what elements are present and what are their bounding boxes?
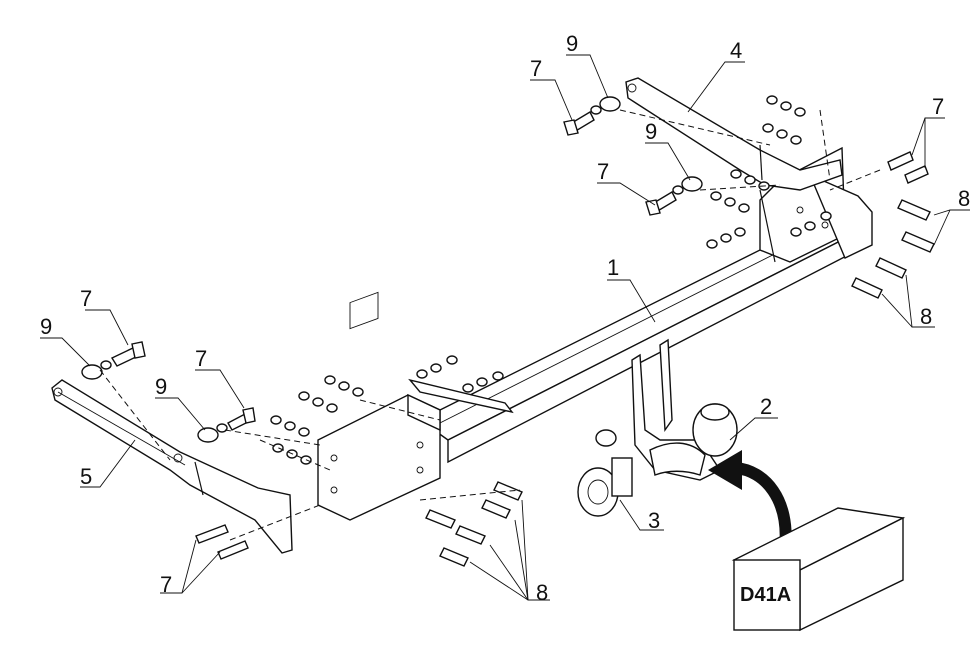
right-bracket-arm bbox=[625, 77, 843, 191]
arrow-to-module bbox=[708, 450, 792, 549]
callout-7-left-top: 7 bbox=[80, 286, 92, 311]
main-crossbar bbox=[418, 214, 860, 464]
electrical-module-box bbox=[731, 507, 906, 632]
assembly-lines bbox=[99, 109, 881, 541]
socket-bracket bbox=[577, 429, 633, 517]
callout-5: 5 bbox=[80, 464, 92, 489]
nut-stack-left bbox=[270, 355, 504, 465]
callout-9-left-top: 9 bbox=[40, 314, 52, 339]
module-box-label: D41A bbox=[740, 584, 791, 606]
fasteners bbox=[81, 95, 935, 567]
callout-2: 2 bbox=[760, 394, 772, 419]
callout-9-right-mid: 9 bbox=[645, 119, 657, 144]
callout-3: 3 bbox=[648, 508, 660, 533]
left-mounting-plate bbox=[317, 291, 514, 521]
callout-4: 4 bbox=[730, 38, 742, 63]
callout-labels: 1 2 3 4 5 7 7 7 7 7 7 8 8 8 9 9 9 9 bbox=[40, 31, 970, 605]
callout-7-right-side: 7 bbox=[932, 94, 944, 119]
callout-7-left-mid: 7 bbox=[195, 346, 207, 371]
callout-7-left-bottom: 7 bbox=[160, 572, 172, 597]
callout-7-right-top: 7 bbox=[530, 56, 542, 81]
callout-8-right-top: 8 bbox=[958, 186, 970, 211]
callout-8-bottom: 8 bbox=[536, 580, 548, 605]
callout-1: 1 bbox=[607, 255, 619, 280]
leader-lines bbox=[40, 54, 970, 601]
callout-9-right-top: 9 bbox=[566, 31, 578, 56]
tow-ball bbox=[631, 338, 738, 481]
callout-7-right-mid: 7 bbox=[597, 159, 609, 184]
callout-9-left-mid: 9 bbox=[155, 374, 167, 399]
callout-8-right-bottom: 8 bbox=[920, 304, 932, 329]
